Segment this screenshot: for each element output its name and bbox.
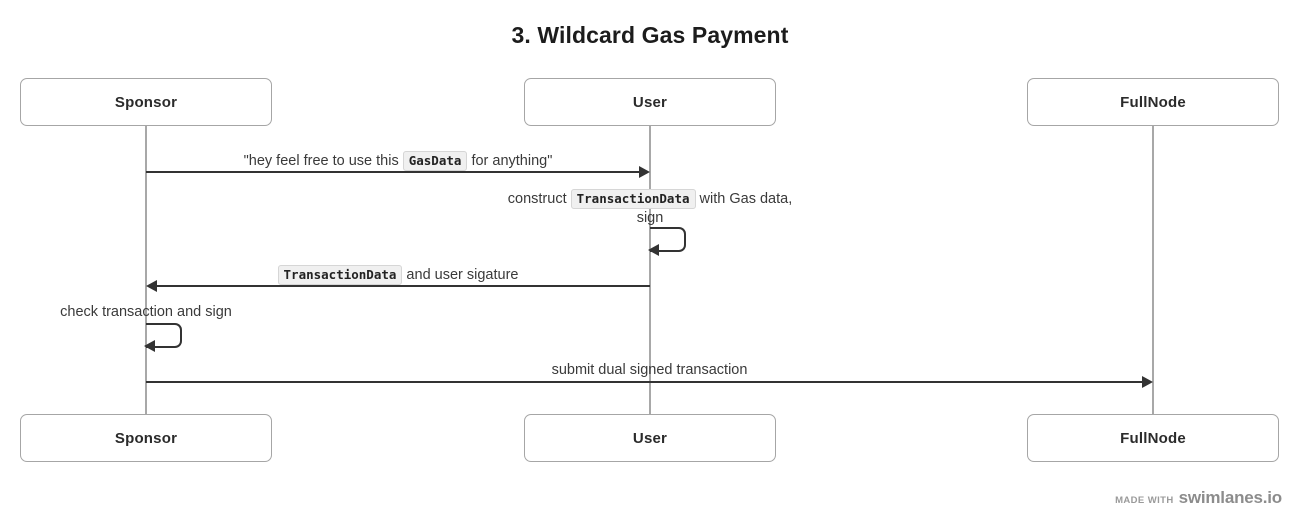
participant-label-sponsor-bottom: Sponsor — [114, 429, 178, 447]
message-arrowhead-2 — [648, 244, 659, 256]
message-1-text-b: for anything" — [467, 153, 553, 169]
participant-box-fullnode-bottom[interactable]: FullNode — [1027, 414, 1279, 462]
message-arrowhead-3 — [146, 280, 157, 292]
message-label-4: check transaction and sign — [0, 303, 292, 322]
watermark-made-with-label: Made with — [1115, 495, 1174, 506]
message-line-5 — [146, 381, 1143, 383]
message-arrowhead-5 — [1142, 376, 1153, 388]
participant-box-sponsor-bottom[interactable]: Sponsor — [20, 414, 272, 462]
message-1-text-a: "hey feel free to use this — [243, 153, 403, 169]
participant-label-fullnode-top: FullNode — [1120, 93, 1186, 111]
lifeline-sponsor — [145, 126, 147, 414]
message-label-5: submit dual signed transaction — [146, 361, 1153, 380]
participant-label-user-top: User — [632, 93, 668, 111]
participant-label-fullnode-bottom: FullNode — [1120, 429, 1186, 447]
watermark-brand-label: swimlanes.io — [1178, 488, 1283, 507]
message-line-3 — [156, 285, 650, 287]
participant-box-user-top[interactable]: User — [524, 78, 776, 126]
participant-box-sponsor-top[interactable]: Sponsor — [20, 78, 272, 126]
message-arrowhead-1 — [639, 166, 650, 178]
participant-box-user-bottom[interactable]: User — [524, 414, 776, 462]
watermark[interactable]: Made with swimlanes.io — [1115, 488, 1282, 508]
message-3-code-transactiondata: TransactionData — [277, 265, 403, 285]
message-3-text-a: and user sigature — [402, 267, 519, 283]
message-5-text: submit dual signed transaction — [551, 362, 748, 378]
participant-box-fullnode-top[interactable]: FullNode — [1027, 78, 1279, 126]
message-label-1: "hey feel free to use this GasData for a… — [146, 151, 650, 171]
lifeline-fullnode — [1152, 126, 1154, 414]
participant-label-user-bottom: User — [632, 429, 668, 447]
self-message-loop-sponsor-stub — [146, 323, 150, 325]
self-message-loop-user — [650, 227, 686, 252]
message-2-text-a: construct — [507, 191, 571, 207]
message-arrowhead-4 — [144, 340, 155, 352]
message-1-code-gasdata: GasData — [402, 151, 468, 171]
lifeline-user — [649, 126, 651, 414]
message-label-2: construct TransactionData with Gas data,… — [500, 189, 800, 228]
self-message-loop-sponsor — [146, 323, 182, 348]
message-4-text: check transaction and sign — [60, 304, 232, 320]
participant-label-sponsor-top: Sponsor — [114, 93, 178, 111]
message-line-1 — [146, 171, 640, 173]
page-title: 3. Wildcard Gas Payment — [511, 22, 789, 48]
message-2-code-transactiondata: TransactionData — [570, 189, 696, 209]
message-label-3: TransactionData and user sigature — [146, 265, 650, 285]
self-message-loop-user-stub — [650, 227, 654, 229]
message-2-text-b: with Gas data, sign — [636, 191, 793, 226]
